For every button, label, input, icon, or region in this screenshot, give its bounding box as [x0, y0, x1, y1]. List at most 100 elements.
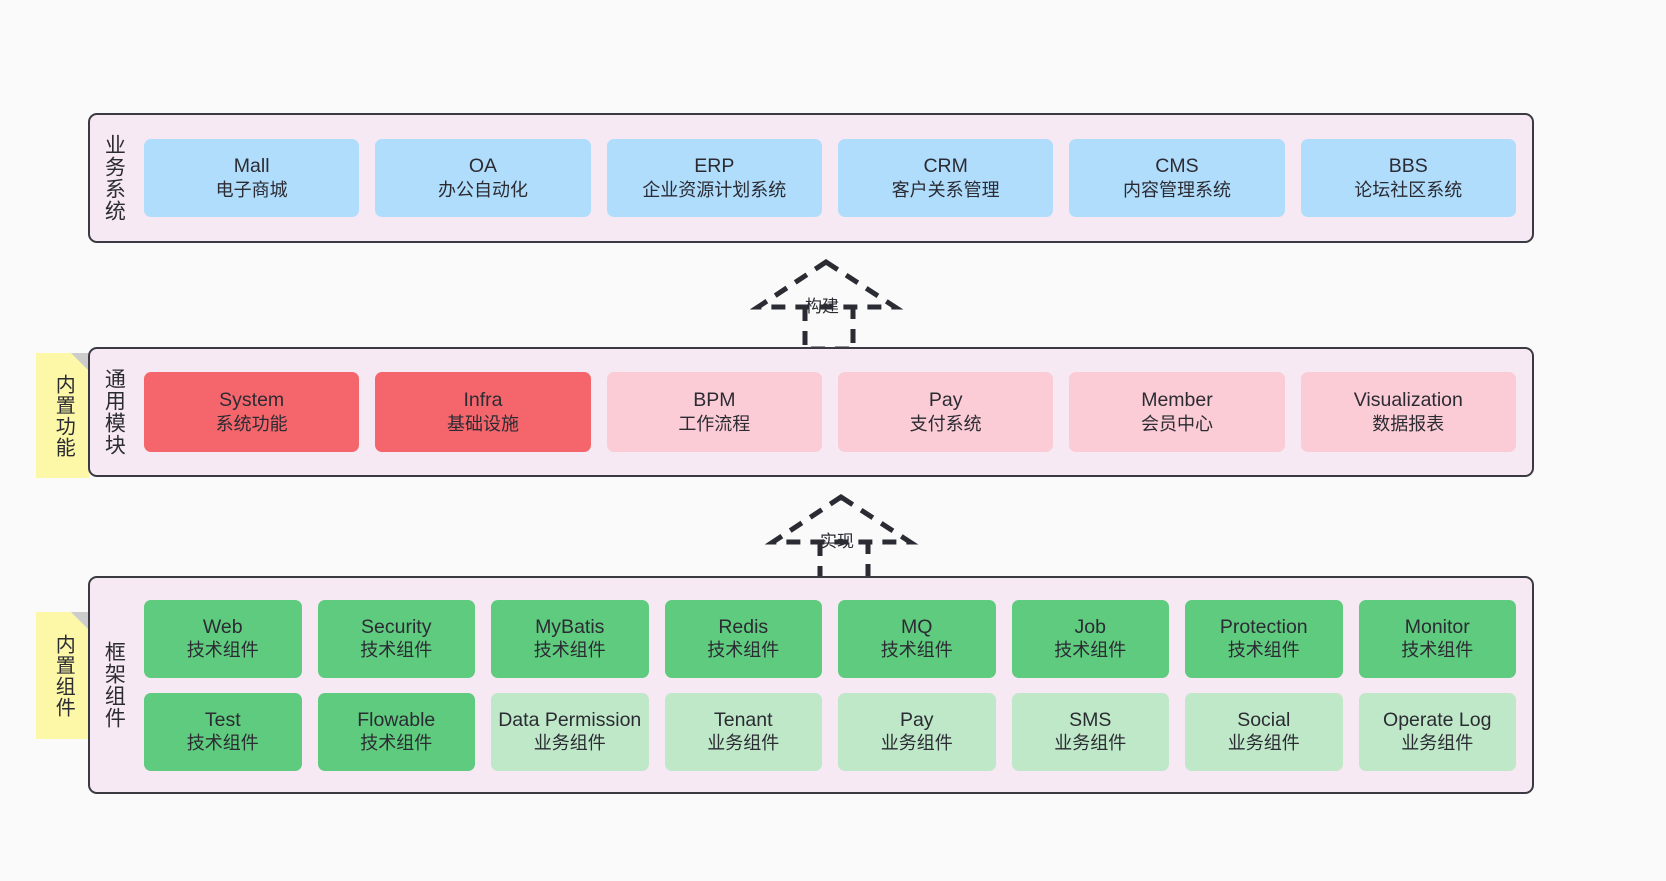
layer-body-framework-components: Web 技术组件 Security 技术组件 MyBatis 技术组件 Redi… — [136, 578, 1532, 792]
node-title: BPM — [693, 389, 736, 411]
node-erp[interactable]: ERP 企业资源计划系统 — [606, 139, 822, 217]
node-title: Operate Log — [1383, 708, 1492, 731]
node-title: Job — [1074, 615, 1106, 638]
layer-row: Mall 电子商城 OA 办公自动化 ERP 企业资源计划系统 CRM 客户关系… — [144, 139, 1516, 217]
node-infra[interactable]: Infra 基础设施 — [375, 372, 591, 452]
node-bpm[interactable]: BPM 工作流程 — [606, 372, 822, 452]
node-subtitle: 技术组件 — [1227, 640, 1300, 661]
node-title: Security — [361, 615, 432, 638]
node-title: Protection — [1219, 615, 1308, 638]
node-title: MQ — [901, 615, 933, 638]
node-subtitle: 基础设施 — [446, 413, 519, 434]
node-flowable[interactable]: Flowable 技术组件 — [317, 692, 475, 771]
node-subtitle: 业务组件 — [707, 733, 780, 754]
node-subtitle: 技术组件 — [360, 640, 433, 661]
node-title: Web — [202, 615, 243, 638]
node-title: Infra — [463, 389, 503, 411]
node-subtitle: 系统功能 — [215, 413, 288, 434]
node-subtitle: 业务组件 — [1401, 733, 1474, 754]
layer-business-systems: 业务系统 Mall 电子商城 OA 办公自动化 ERP 企业资源计划系统 CRM… — [88, 113, 1534, 243]
node-subtitle: 技术组件 — [360, 733, 433, 754]
node-test[interactable]: Test 技术组件 — [144, 692, 302, 771]
node-subtitle: 企业资源计划系统 — [642, 179, 787, 200]
node-visualization[interactable]: Visualization 数据报表 — [1300, 372, 1516, 452]
node-subtitle: 业务组件 — [1054, 733, 1127, 754]
note-fold-icon — [71, 612, 89, 630]
node-title: Pay — [928, 389, 963, 411]
node-pay-component[interactable]: Pay 业务组件 — [838, 692, 996, 771]
node-title: Redis — [718, 615, 769, 638]
note-fold-icon — [71, 353, 89, 371]
layer-row: Web 技术组件 Security 技术组件 MyBatis 技术组件 Redi… — [144, 599, 1516, 678]
node-subtitle: 办公自动化 — [437, 179, 528, 200]
node-data-permission[interactable]: Data Permission 业务组件 — [491, 692, 649, 771]
node-tenant[interactable]: Tenant 业务组件 — [664, 692, 822, 771]
layer-body-business-systems: Mall 电子商城 OA 办公自动化 ERP 企业资源计划系统 CRM 客户关系… — [136, 115, 1532, 241]
note-builtin-features: 内置功能 — [36, 353, 89, 478]
node-subtitle: 支付系统 — [909, 413, 982, 434]
note-text: 内置组件 — [52, 633, 75, 718]
node-protection[interactable]: Protection 技术组件 — [1185, 599, 1343, 678]
node-title: Data Permission — [498, 708, 642, 731]
node-subtitle: 技术组件 — [1054, 640, 1127, 661]
node-crm[interactable]: CRM 客户关系管理 — [837, 139, 1054, 217]
node-web[interactable]: Web 技术组件 — [144, 599, 302, 678]
node-subtitle: 技术组件 — [186, 640, 259, 661]
node-subtitle: 业务组件 — [533, 733, 606, 754]
connector-build — [749, 252, 910, 352]
connector-implement — [764, 487, 925, 587]
node-subtitle: 技术组件 — [533, 640, 606, 661]
node-job[interactable]: Job 技术组件 — [1011, 599, 1169, 678]
node-cms[interactable]: CMS 内容管理系统 — [1069, 139, 1285, 217]
node-title: Member — [1141, 389, 1213, 411]
node-subtitle: 工作流程 — [678, 413, 751, 434]
layer-title-common-modules: 通用模块 — [102, 368, 126, 456]
node-redis[interactable]: Redis 技术组件 — [664, 599, 822, 678]
layer-body-common-modules: System 系统功能 Infra 基础设施 BPM 工作流程 Pay 支付系统… — [136, 349, 1532, 475]
node-system[interactable]: System 系统功能 — [144, 372, 360, 452]
node-security[interactable]: Security 技术组件 — [317, 599, 475, 678]
node-monitor[interactable]: Monitor 技术组件 — [1358, 599, 1516, 678]
node-member[interactable]: Member 会员中心 — [1069, 372, 1285, 452]
layer-row: Test 技术组件 Flowable 技术组件 Data Permission … — [144, 692, 1516, 771]
node-subtitle: 技术组件 — [1401, 640, 1474, 661]
node-title: SMS — [1069, 708, 1112, 731]
note-text: 内置功能 — [52, 373, 75, 458]
node-subtitle: 客户关系管理 — [891, 179, 1000, 200]
layer-framework-components: 框架组件 Web 技术组件 Security 技术组件 MyBatis 技术组件… — [88, 576, 1534, 794]
layer-row: System 系统功能 Infra 基础设施 BPM 工作流程 Pay 支付系统… — [144, 372, 1516, 452]
node-title: Monitor — [1404, 615, 1470, 638]
node-subtitle: 电子商城 — [215, 179, 288, 200]
layer-common-modules: 通用模块 System 系统功能 Infra 基础设施 BPM 工作流程 Pay… — [88, 347, 1534, 477]
connector-build-label: 构建 — [805, 297, 839, 316]
node-subtitle: 技术组件 — [707, 640, 780, 661]
node-title: System — [219, 389, 285, 411]
node-subtitle: 技术组件 — [880, 640, 953, 661]
node-operate-log[interactable]: Operate Log 业务组件 — [1358, 692, 1516, 771]
node-mall[interactable]: Mall 电子商城 — [144, 139, 360, 217]
node-subtitle: 内容管理系统 — [1122, 179, 1231, 200]
node-title: BBS — [1388, 155, 1428, 177]
node-title: Test — [204, 708, 241, 731]
node-pay-module[interactable]: Pay 支付系统 — [837, 372, 1054, 452]
layer-title-framework-components: 框架组件 — [102, 641, 126, 729]
node-bbs[interactable]: BBS 论坛社区系统 — [1300, 139, 1516, 217]
node-oa[interactable]: OA 办公自动化 — [375, 139, 591, 217]
node-subtitle: 业务组件 — [1227, 733, 1300, 754]
layer-title-business-systems: 业务系统 — [102, 134, 126, 222]
generalization-arrow-icon — [749, 259, 904, 352]
node-mybatis[interactable]: MyBatis 技术组件 — [491, 599, 649, 678]
node-subtitle: 会员中心 — [1140, 413, 1213, 434]
connector-implement-label: 实现 — [820, 532, 854, 551]
node-title: Pay — [899, 708, 934, 731]
node-social[interactable]: Social 业务组件 — [1185, 692, 1343, 771]
node-subtitle: 技术组件 — [186, 733, 259, 754]
node-title: MyBatis — [535, 615, 605, 638]
node-title: CRM — [923, 155, 968, 177]
node-sms[interactable]: SMS 业务组件 — [1011, 692, 1169, 771]
node-title: ERP — [694, 155, 735, 177]
node-title: Mall — [233, 155, 270, 177]
node-title: OA — [468, 155, 498, 177]
node-mq[interactable]: MQ 技术组件 — [838, 599, 996, 678]
